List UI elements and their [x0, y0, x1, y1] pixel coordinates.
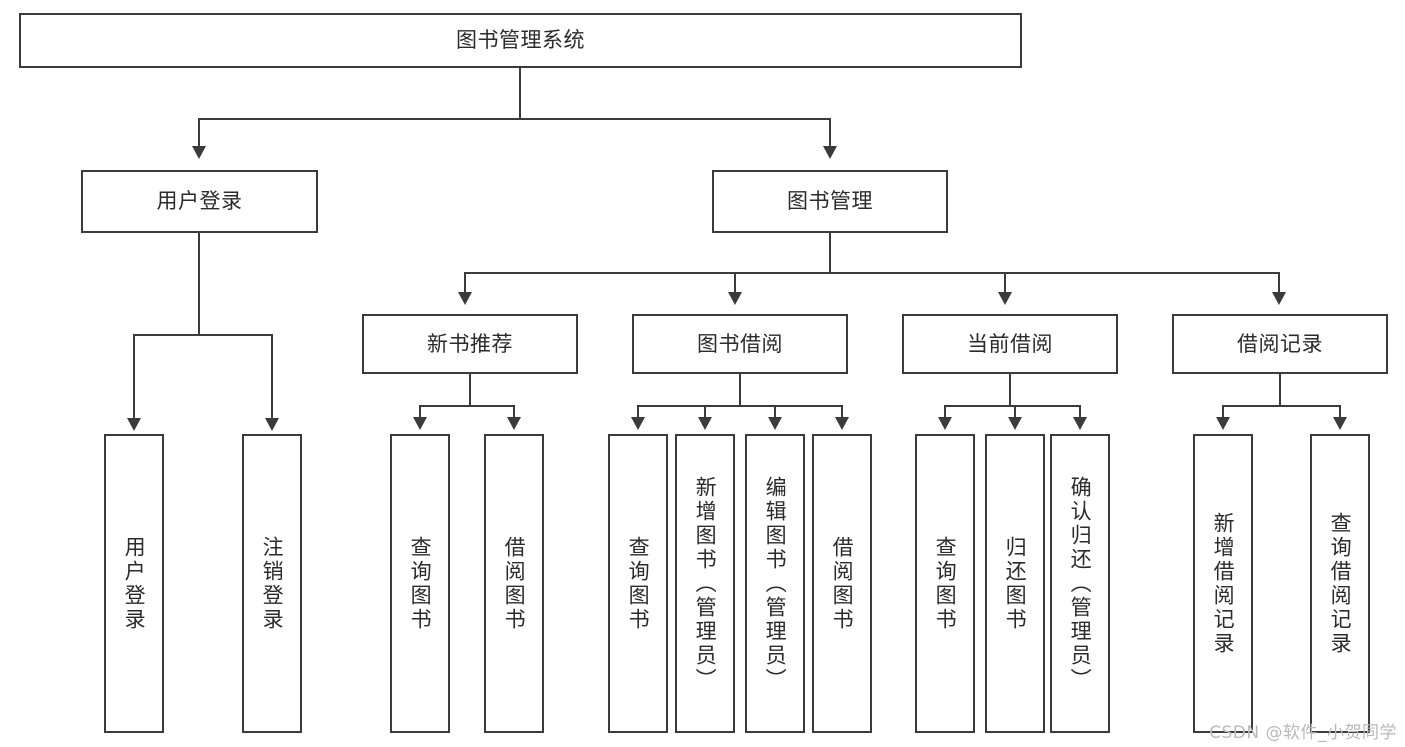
- leaf-newbook-query-book[interactable]: 查询图书: [390, 434, 450, 733]
- leaf-records-query-record[interactable]: 查询借阅记录: [1310, 434, 1370, 733]
- node-label: 确认归还（管理员）: [1068, 475, 1093, 692]
- connector-newbook-to-leaf1: [419, 405, 421, 419]
- leaf-current-query-book[interactable]: 查询图书: [915, 434, 975, 733]
- connector-root-bar: [198, 118, 831, 120]
- connector-borrow-to-leaf1: [637, 405, 639, 419]
- arrow-records-to-leaf2: [1333, 417, 1347, 430]
- arrow-current-to-leaf1: [938, 417, 952, 430]
- node-label: 借阅图书: [502, 535, 527, 632]
- connector-current-stem: [1009, 374, 1011, 406]
- connector-user-to-leaf2: [271, 334, 273, 420]
- leaf-borrow-add-book[interactable]: 新增图书（管理员）: [675, 434, 735, 733]
- leaf-borrow-edit-book[interactable]: 编辑图书（管理员）: [745, 434, 805, 733]
- connector-book-stem: [829, 233, 831, 273]
- leaf-current-confirm-return[interactable]: 确认归还（管理员）: [1050, 434, 1110, 733]
- connector-to-new-book: [464, 272, 466, 294]
- connector-newbook-to-leaf2: [513, 405, 515, 419]
- connector-user-stem: [198, 233, 200, 335]
- node-label: 借阅图书: [830, 535, 855, 632]
- arrow-current-to-leaf2: [1008, 417, 1022, 430]
- node-new-book-recommend[interactable]: 新书推荐: [362, 314, 578, 374]
- arrow-root-to-book: [823, 146, 837, 159]
- connector-to-current: [1004, 272, 1006, 294]
- node-label: 图书管理: [787, 189, 873, 214]
- connector-to-borrow: [734, 272, 736, 294]
- node-label: 图书借阅: [697, 331, 783, 356]
- arrow-borrow-to-leaf2: [698, 417, 712, 430]
- connector-level2-bar: [464, 272, 1280, 274]
- connector-to-records: [1278, 272, 1280, 294]
- node-label: 新书推荐: [427, 331, 513, 356]
- node-label: 查询图书: [408, 535, 433, 632]
- arrow-root-to-user: [192, 146, 206, 159]
- node-borrow-records[interactable]: 借阅记录: [1172, 314, 1388, 374]
- node-label: 归还图书: [1003, 535, 1028, 632]
- connector-current-to-leaf3: [1079, 405, 1081, 419]
- connector-root-to-user: [198, 118, 200, 148]
- connector-user-bar: [133, 334, 272, 336]
- node-book-management[interactable]: 图书管理: [712, 170, 948, 233]
- connector-records-bar: [1222, 405, 1341, 407]
- node-label: 查询借阅记录: [1328, 511, 1353, 656]
- node-label: 查询图书: [626, 535, 651, 632]
- leaf-user-logout[interactable]: 注销登录: [242, 434, 302, 733]
- connector-current-to-leaf2: [1014, 405, 1016, 419]
- arrow-to-records: [1272, 292, 1286, 305]
- node-label: 用户登录: [122, 535, 147, 632]
- arrow-to-borrow: [728, 292, 742, 305]
- arrow-newbook-to-leaf2: [507, 417, 521, 430]
- connector-current-to-leaf1: [944, 405, 946, 419]
- connector-root-stem: [519, 68, 521, 119]
- node-label: 图书管理系统: [456, 28, 585, 53]
- leaf-newbook-borrow-book[interactable]: 借阅图书: [484, 434, 544, 733]
- arrow-newbook-to-leaf1: [413, 417, 427, 430]
- connector-records-to-leaf2: [1339, 405, 1341, 419]
- leaf-borrow-borrow-book[interactable]: 借阅图书: [812, 434, 872, 733]
- arrow-current-to-leaf3: [1073, 417, 1087, 430]
- leaf-current-return-book[interactable]: 归还图书: [985, 434, 1045, 733]
- connector-root-to-book: [829, 118, 831, 148]
- connector-borrow-to-leaf4: [841, 405, 843, 419]
- arrow-to-new-book: [458, 292, 472, 305]
- node-label: 用户登录: [156, 189, 243, 214]
- node-label: 新增图书（管理员）: [693, 475, 718, 692]
- connector-borrow-to-leaf3: [774, 405, 776, 419]
- node-book-borrow[interactable]: 图书借阅: [632, 314, 848, 374]
- connector-borrow-to-leaf2: [704, 405, 706, 419]
- connector-user-to-leaf1: [133, 334, 135, 420]
- arrow-borrow-to-leaf1: [631, 417, 645, 430]
- node-label: 注销登录: [260, 535, 285, 632]
- leaf-borrow-query-book[interactable]: 查询图书: [608, 434, 668, 733]
- node-label: 查询图书: [933, 535, 958, 632]
- node-label: 编辑图书（管理员）: [763, 475, 788, 692]
- arrow-user-to-leaf1: [127, 418, 141, 431]
- node-user-login[interactable]: 用户登录: [81, 170, 318, 233]
- connector-current-bar: [944, 405, 1081, 407]
- connector-records-to-leaf1: [1222, 405, 1224, 419]
- arrow-user-to-leaf2: [265, 418, 279, 431]
- arrow-borrow-to-leaf4: [835, 417, 849, 430]
- connector-newbook-stem: [469, 374, 471, 406]
- connector-borrow-stem: [739, 374, 741, 406]
- connector-records-stem: [1279, 374, 1281, 406]
- arrow-borrow-to-leaf3: [768, 417, 782, 430]
- connector-borrow-bar: [637, 405, 843, 407]
- arrow-records-to-leaf1: [1216, 417, 1230, 430]
- arrow-to-current: [998, 292, 1012, 305]
- node-root-system[interactable]: 图书管理系统: [19, 13, 1022, 68]
- node-label: 新增借阅记录: [1211, 511, 1236, 656]
- leaf-records-add-record[interactable]: 新增借阅记录: [1193, 434, 1253, 733]
- node-label: 借阅记录: [1237, 331, 1323, 356]
- connector-newbook-bar: [419, 405, 515, 407]
- leaf-user-login[interactable]: 用户登录: [104, 434, 164, 733]
- node-current-borrow[interactable]: 当前借阅: [902, 314, 1118, 374]
- node-label: 当前借阅: [967, 331, 1053, 356]
